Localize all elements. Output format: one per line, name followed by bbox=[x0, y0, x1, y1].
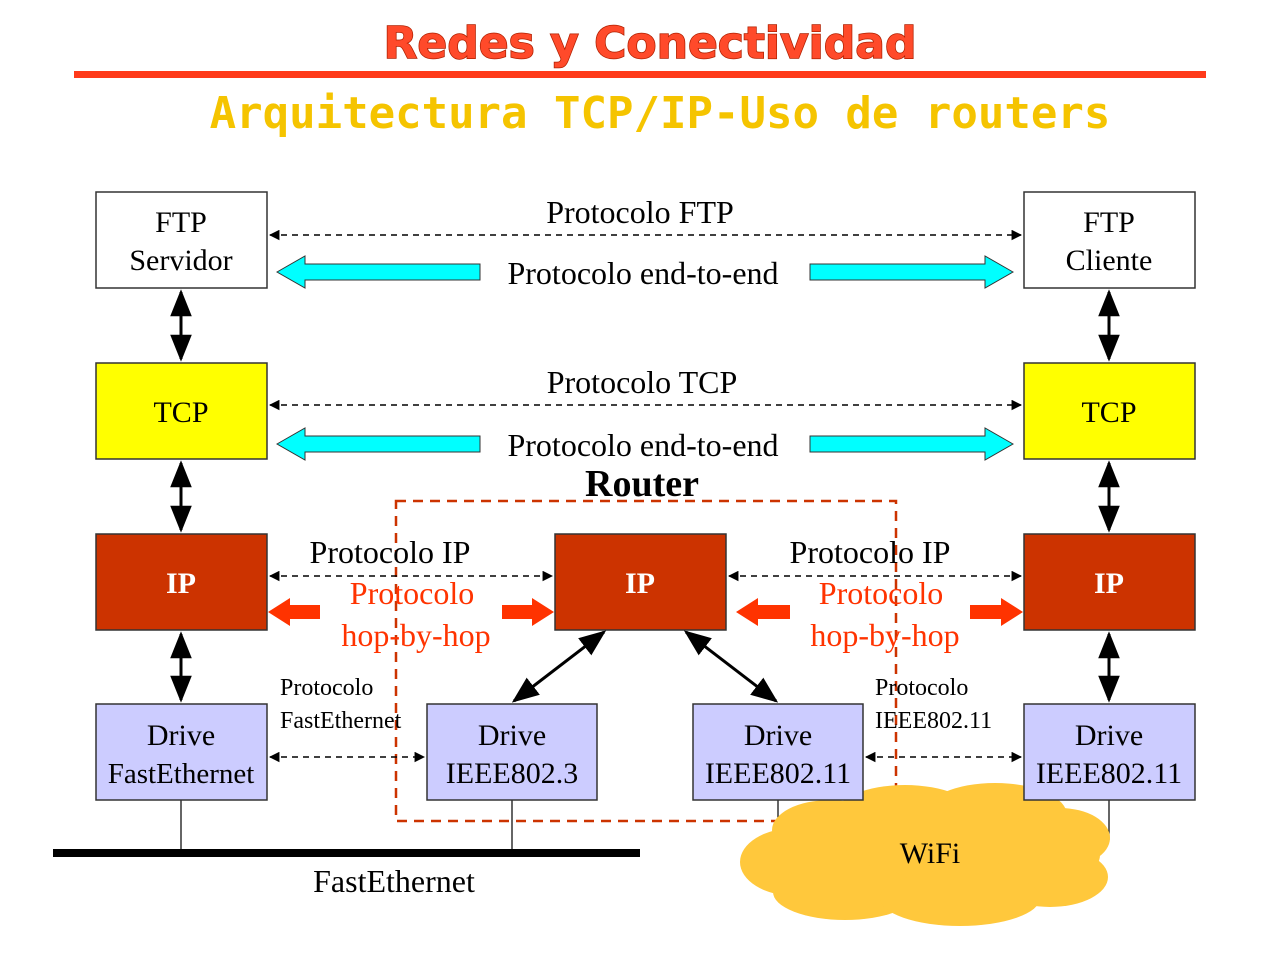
red-arrow-right-2 bbox=[970, 598, 1023, 626]
ip-right-box: IP bbox=[1023, 533, 1196, 631]
drive-right-line1: Drive bbox=[1075, 719, 1143, 752]
ftp-client-line2: Cliente bbox=[1066, 244, 1153, 277]
title-rule bbox=[74, 71, 1206, 78]
drive-left-line1: Drive bbox=[147, 719, 215, 752]
cyan-arrow-right-app bbox=[809, 255, 1015, 289]
drive-router-8023-line1: Drive bbox=[478, 719, 546, 752]
arrow-router-ip-8023 bbox=[511, 630, 607, 703]
tcp-left-label: TCP bbox=[153, 396, 208, 429]
ftp-server-line1: FTP bbox=[155, 206, 207, 239]
hop-right-line1: Protocolo bbox=[819, 575, 943, 611]
wifi-protocol-line1: Protocolo bbox=[875, 675, 968, 701]
drive-left-line2: FastEthernet bbox=[108, 758, 255, 790]
cyan-arrow-right-transport bbox=[809, 427, 1015, 461]
router-boundary bbox=[394, 499, 898, 823]
drive-router-80211-box: Drive IEEE802.11 bbox=[692, 703, 864, 801]
ip-right-label: IP bbox=[1094, 567, 1124, 600]
ftp-client-box: FTP Cliente bbox=[1023, 191, 1196, 289]
ftp-client-line1: FTP bbox=[1083, 206, 1135, 239]
ip-left-box: IP bbox=[95, 533, 268, 631]
ip-left-label: IP bbox=[166, 567, 196, 600]
cyan-arrow-left-transport bbox=[275, 427, 481, 461]
drive-router-80211-line2: IEEE802.11 bbox=[705, 757, 851, 790]
tcp-right-label: TCP bbox=[1081, 396, 1136, 429]
cyan-arrow-left-app bbox=[275, 255, 481, 289]
arrow-router-ip-80211 bbox=[683, 630, 779, 703]
red-arrow-right-1 bbox=[502, 598, 554, 626]
fastethernet-bus-label: FastEthernet bbox=[313, 863, 475, 899]
wifi-label: WiFi bbox=[900, 837, 960, 870]
end-to-end-app-label: Protocolo end-to-end bbox=[507, 255, 778, 291]
drive-router-80211-line1: Drive bbox=[744, 719, 812, 752]
drive-left-box: Drive FastEthernet bbox=[95, 703, 268, 801]
wifi-cloud: WiFi bbox=[740, 783, 1110, 926]
hop-left-line2: hop-by-hop bbox=[341, 617, 490, 653]
fe-protocol-line2: FastEthernet bbox=[280, 708, 402, 734]
ip-router-label: IP bbox=[625, 567, 655, 600]
slide-subtitle: Arquitectura TCP/IP-Uso de routers bbox=[210, 88, 1111, 139]
router-label: Router bbox=[585, 463, 699, 505]
slide-title: Redes y Conectividad bbox=[384, 18, 917, 69]
drive-right-line2: IEEE802.11 bbox=[1036, 757, 1182, 790]
wifi-protocol-line2: IEEE802.11 bbox=[875, 708, 992, 734]
red-arrow-left-2 bbox=[736, 598, 790, 626]
drive-router-8023-box: Drive IEEE802.3 bbox=[426, 703, 598, 801]
drive-right-box: Drive IEEE802.11 bbox=[1023, 703, 1196, 801]
hop-right-line2: hop-by-hop bbox=[810, 617, 959, 653]
protocol-tcp-label: Protocolo TCP bbox=[547, 364, 738, 400]
end-to-end-transport-label: Protocolo end-to-end bbox=[507, 427, 778, 463]
fe-protocol-line1: Protocolo bbox=[280, 675, 373, 701]
tcp-left-box: TCP bbox=[95, 362, 268, 460]
protocol-ip-right-label: Protocolo IP bbox=[790, 534, 951, 570]
protocol-ftp-label: Protocolo FTP bbox=[546, 194, 734, 230]
red-arrow-left-1 bbox=[268, 598, 320, 626]
hop-left-line1: Protocolo bbox=[350, 575, 474, 611]
protocol-ip-left-label: Protocolo IP bbox=[310, 534, 471, 570]
ftp-server-box: FTP Servidor bbox=[95, 191, 268, 289]
drive-router-8023-line2: IEEE802.3 bbox=[446, 757, 578, 790]
tcp-right-box: TCP bbox=[1023, 362, 1196, 460]
ftp-server-line2: Servidor bbox=[129, 244, 232, 277]
ip-router-box: IP bbox=[554, 533, 727, 631]
